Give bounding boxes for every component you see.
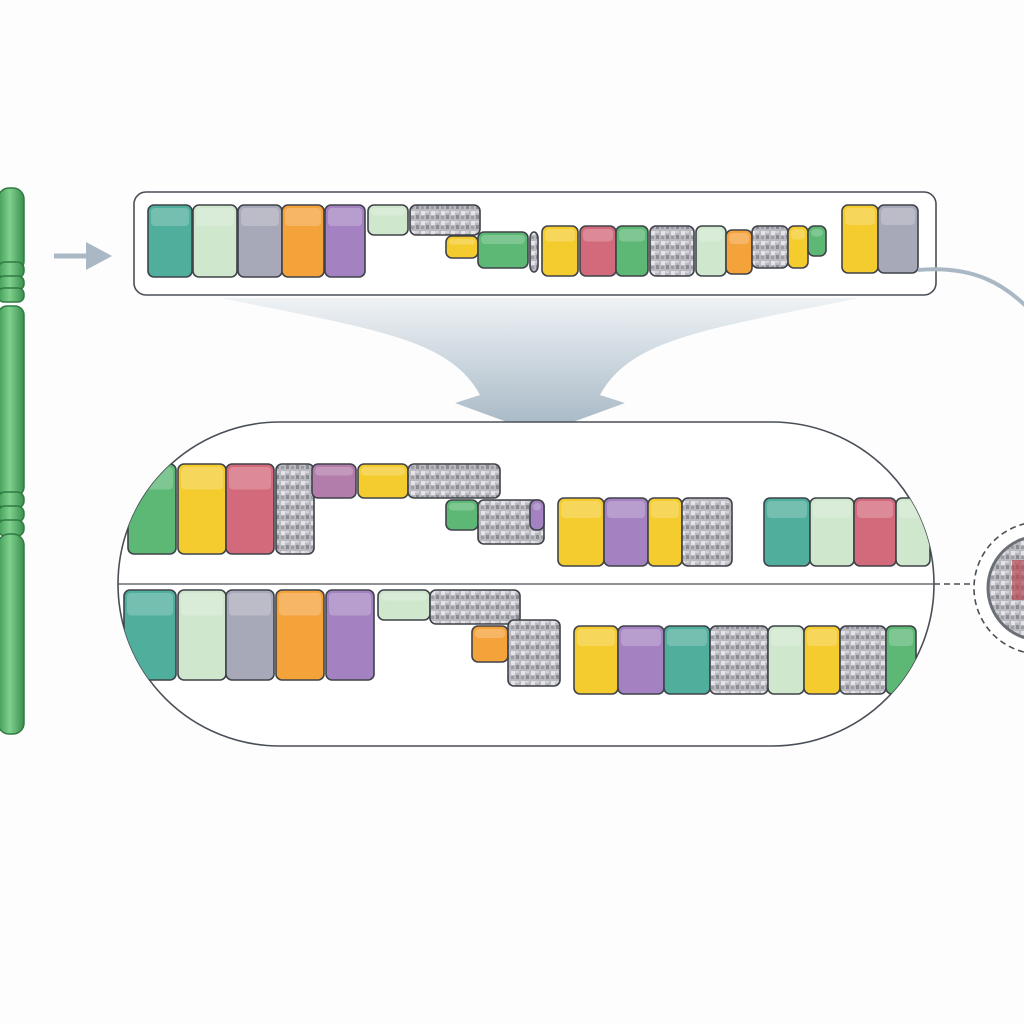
sequence-segment-purple	[324, 204, 366, 278]
sequence-segment-rose	[225, 463, 275, 555]
segment-highlight	[607, 501, 645, 518]
segment-highlight	[449, 239, 475, 245]
circular-zoom-lens-icon	[973, 523, 1024, 653]
mosaic-block-icon	[407, 463, 501, 499]
mosaic-block-icon	[839, 625, 887, 695]
segment-highlight	[329, 593, 371, 616]
segment-highlight	[561, 501, 601, 518]
segment-highlight	[729, 233, 749, 244]
segment-highlight	[583, 229, 613, 242]
segment-highlight	[767, 501, 807, 518]
mosaic-block-icon	[409, 204, 481, 236]
segment-highlight	[285, 208, 321, 226]
segment-highlight	[621, 629, 661, 646]
segment-highlight	[315, 467, 353, 476]
segment-highlight	[699, 229, 723, 242]
mosaic-block-icon	[529, 231, 539, 273]
segment-highlight	[811, 229, 823, 237]
segment-highlight	[229, 467, 271, 490]
segment-highlight	[857, 501, 893, 518]
segment-highlight	[131, 467, 173, 490]
sequence-segment-purple	[325, 589, 375, 681]
sequence-segment-teal	[147, 204, 193, 278]
segment-highlight	[181, 593, 223, 616]
mosaic-block-icon	[751, 225, 789, 269]
segment-highlight	[651, 501, 679, 518]
segment-highlight	[381, 593, 427, 601]
segment-highlight	[151, 208, 189, 226]
sequence-segment-mauve	[311, 463, 357, 499]
segment-highlight	[449, 503, 475, 511]
segment-highlight	[667, 629, 707, 646]
sequence-segment-slate	[877, 204, 919, 274]
sequence-segment-purple	[529, 499, 545, 531]
mosaic-block-icon	[709, 625, 769, 695]
segment-highlight	[533, 503, 541, 511]
segment-highlight	[771, 629, 801, 646]
lower-sequence-strip	[123, 589, 917, 695]
sequence-segment-slate	[225, 589, 275, 681]
segment-highlight	[813, 501, 851, 518]
sequence-segment-green	[807, 225, 827, 257]
top-sequence-strip	[147, 204, 919, 278]
chromosome-icon	[0, 187, 25, 735]
segment-highlight	[229, 593, 271, 616]
segment-highlight	[241, 208, 279, 226]
segment-highlight	[807, 629, 837, 646]
segment-highlight	[279, 593, 321, 616]
segment-highlight	[481, 235, 525, 244]
segment-highlight	[371, 208, 405, 216]
connector-line	[917, 267, 1024, 307]
mosaic-block-icon	[681, 497, 733, 567]
upper-sequence-strip	[127, 463, 931, 567]
right-arrow-icon	[54, 242, 112, 270]
sequence-segment-green	[615, 225, 649, 277]
segment-highlight	[196, 208, 234, 226]
sequence-segment-green	[477, 231, 529, 269]
segment-highlight	[475, 629, 505, 638]
mosaic-block-icon	[507, 619, 561, 687]
segment-highlight	[845, 208, 875, 225]
sequence-segment-pale-green	[192, 204, 238, 278]
segment-highlight	[881, 208, 915, 225]
sequence-segment-orange	[275, 589, 325, 681]
segment-highlight	[619, 229, 645, 242]
segment-highlight	[791, 229, 805, 240]
segment-highlight	[545, 229, 575, 242]
segment-highlight	[889, 629, 913, 646]
segment-highlight	[577, 629, 615, 646]
down-funnel-arrow-icon	[220, 298, 860, 434]
mosaic-block-icon	[649, 225, 695, 277]
sequence-segment-yellow	[541, 225, 579, 277]
mosaic-block-icon	[429, 589, 521, 625]
segment-highlight	[127, 593, 173, 616]
segment-highlight	[181, 467, 223, 490]
segment-highlight	[328, 208, 362, 226]
mosaic-block-icon	[275, 463, 315, 555]
sequence-segment-pale-green	[367, 204, 409, 236]
segment-highlight	[361, 467, 405, 476]
sequence-segment-orange	[281, 204, 325, 278]
